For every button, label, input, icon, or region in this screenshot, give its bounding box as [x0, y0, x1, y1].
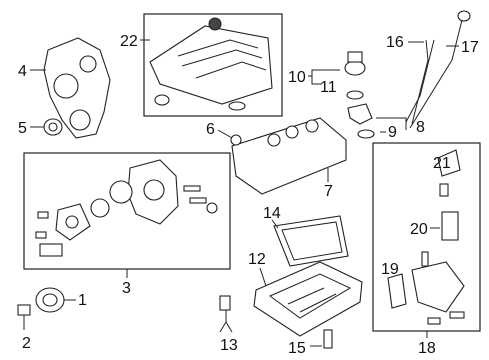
oil-cooler-adapter	[387, 273, 407, 309]
callout-20: 20	[410, 221, 428, 238]
timing-cover-group	[43, 37, 111, 139]
callout-1: 1	[78, 292, 87, 309]
oil-pan	[253, 261, 363, 337]
callout-10: 10	[288, 69, 306, 86]
callout-5: 5	[18, 120, 27, 137]
crank-pulley-group	[17, 287, 65, 330]
callout-14: 14	[263, 205, 281, 222]
oil-pan-gasket	[273, 215, 349, 267]
callout-21: 21	[433, 155, 451, 172]
engine-cover-group	[143, 13, 283, 117]
filler-seal	[346, 90, 364, 100]
crank-bolt	[17, 304, 31, 316]
cover-grommet-right	[228, 101, 246, 111]
callout-15: 15	[288, 340, 306, 357]
oil-filter-housing	[411, 261, 465, 313]
callout-6: 6	[206, 121, 215, 138]
water-pump-pulley	[90, 198, 110, 218]
callout-3: 3	[122, 280, 131, 297]
sensor-group	[219, 295, 333, 349]
callout-19: 19	[381, 261, 399, 278]
oil-level-sensor	[323, 329, 333, 349]
oil-filter-cap	[437, 149, 461, 177]
dipstick-tube	[411, 39, 429, 125]
pump-bolt	[183, 185, 201, 192]
cover-grommet-left	[154, 94, 170, 106]
callout-2: 2	[22, 335, 31, 352]
callout-13: 13	[220, 337, 238, 354]
water-outlet	[39, 243, 63, 257]
callout-8: 8	[416, 119, 425, 136]
oil-pressure-sensor	[219, 295, 231, 311]
oil-cap-group	[344, 51, 366, 76]
water-pump-group	[35, 159, 218, 257]
engine-cover-box	[143, 13, 283, 117]
callout-9: 9	[388, 124, 397, 141]
oil-filler-tube	[347, 103, 373, 125]
callout-16: 16	[386, 34, 404, 51]
filler-tube-group	[346, 90, 375, 139]
pcv-valve	[230, 134, 242, 146]
callout-4: 4	[18, 63, 27, 80]
callout-17: 17	[461, 39, 479, 56]
dipstick	[409, 19, 463, 129]
valve-cover	[231, 117, 347, 195]
valve-cover-group	[230, 117, 347, 195]
oil-filter	[441, 211, 459, 241]
callout-7: 7	[324, 183, 333, 200]
callout-22: 22	[120, 33, 138, 50]
callout-11: 11	[320, 79, 337, 96]
cover-logo	[208, 17, 222, 31]
callout-18: 18	[418, 340, 436, 357]
filler-oring	[357, 129, 375, 139]
oil-pan-group	[253, 215, 363, 337]
oil-filter-group	[387, 149, 465, 325]
water-pump-gasket	[109, 180, 133, 204]
callout-12: 12	[248, 251, 266, 268]
oil-filler-cap	[344, 60, 366, 76]
engine-cover	[149, 25, 273, 105]
dipstick-group	[405, 10, 471, 129]
